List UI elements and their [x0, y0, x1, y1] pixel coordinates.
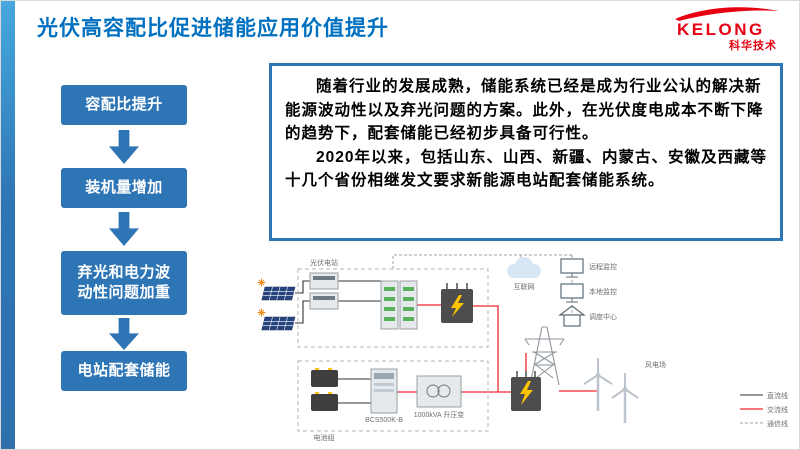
pcs-label: BCS500K-B — [365, 417, 403, 424]
system-diagram: 互联网 远程监控 本地监控 调度中心 — [253, 249, 793, 446]
battery-icon — [311, 368, 338, 411]
info-paragraph: 2020年以来，包括山东、山西、新疆、内蒙古、安徽及西藏等十几个省份相继发文要求… — [285, 148, 767, 190]
internet-cloud-icon — [507, 257, 541, 278]
inverter-icon — [309, 272, 339, 310]
ac-lines — [397, 304, 598, 393]
communication-lines — [392, 254, 573, 319]
down-arrow-icon — [109, 318, 139, 350]
grid-transformer-icon — [511, 371, 541, 411]
pv-station-boundary — [297, 268, 489, 348]
page-title: 光伏高容配比促进储能应用价值提升 — [37, 17, 389, 40]
flow-step-installed-capacity: 装机量增加 — [61, 168, 187, 208]
battery-label: 电池组 — [314, 433, 335, 442]
flow-step-curtailment: 弃光和电力波动性问题加重 — [61, 251, 187, 315]
storage-boundary — [297, 360, 489, 432]
local-monitor-label: 本地监控 — [589, 287, 617, 296]
legend-dc-label: 直流线 — [767, 391, 788, 400]
remote-monitor-label: 远程监控 — [589, 262, 617, 271]
logo-swoosh-icon — [675, 7, 779, 21]
pcs-cabinet-icon — [370, 368, 398, 414]
transmission-tower-icon — [524, 326, 565, 386]
diagram-canvas: 互联网 远程监控 本地监控 调度中心 — [257, 254, 788, 442]
local-monitor-icon — [560, 283, 584, 303]
down-arrow-icon — [109, 130, 139, 164]
legend-comm-label: 通信线 — [767, 419, 788, 428]
wind-farm-label: 风电场 — [645, 360, 666, 369]
kelong-logo: KELONG 科华技术 — [675, 7, 779, 52]
solar-panel-icon — [257, 308, 296, 331]
dispatch-center-label: 调度中心 — [589, 312, 617, 321]
transformer-label: 1000kVA 升压变 — [414, 410, 464, 419]
step-up-transformer-icon — [416, 375, 462, 408]
info-box: 随着行业的发展成熟，储能系统已经是成为行业公认的解决新能源波动性以及弃光问题的方… — [269, 63, 783, 241]
info-paragraph: 随着行业的发展成熟，储能系统已经是成为行业公认的解决新能源波动性以及弃光问题的方… — [285, 78, 764, 143]
pv-station-label: 光伏电站 — [310, 258, 338, 267]
logo-subbrand-text: 科华技术 — [729, 38, 777, 52]
remote-monitor-icon — [560, 258, 584, 278]
wind-turbine-icon — [583, 358, 639, 423]
down-arrow-icon — [109, 212, 139, 246]
transformer-icon — [441, 283, 473, 323]
left-accent-bar — [1, 1, 15, 449]
diagram-legend: 直流线 交流线 通信线 — [740, 391, 788, 428]
internet-label: 互联网 — [514, 282, 535, 291]
logo-brand-text: KELONG — [677, 20, 765, 39]
flow-step-capacity-ratio: 容配比提升 — [61, 85, 187, 125]
solar-panel-icon — [257, 278, 296, 301]
dc-lines — [295, 280, 381, 404]
flow-step-storage: 电站配套储能 — [61, 351, 187, 391]
dispatch-center-icon — [558, 305, 586, 327]
legend-ac-label: 交流线 — [767, 405, 788, 414]
converter-cabinet-icon — [380, 280, 418, 330]
